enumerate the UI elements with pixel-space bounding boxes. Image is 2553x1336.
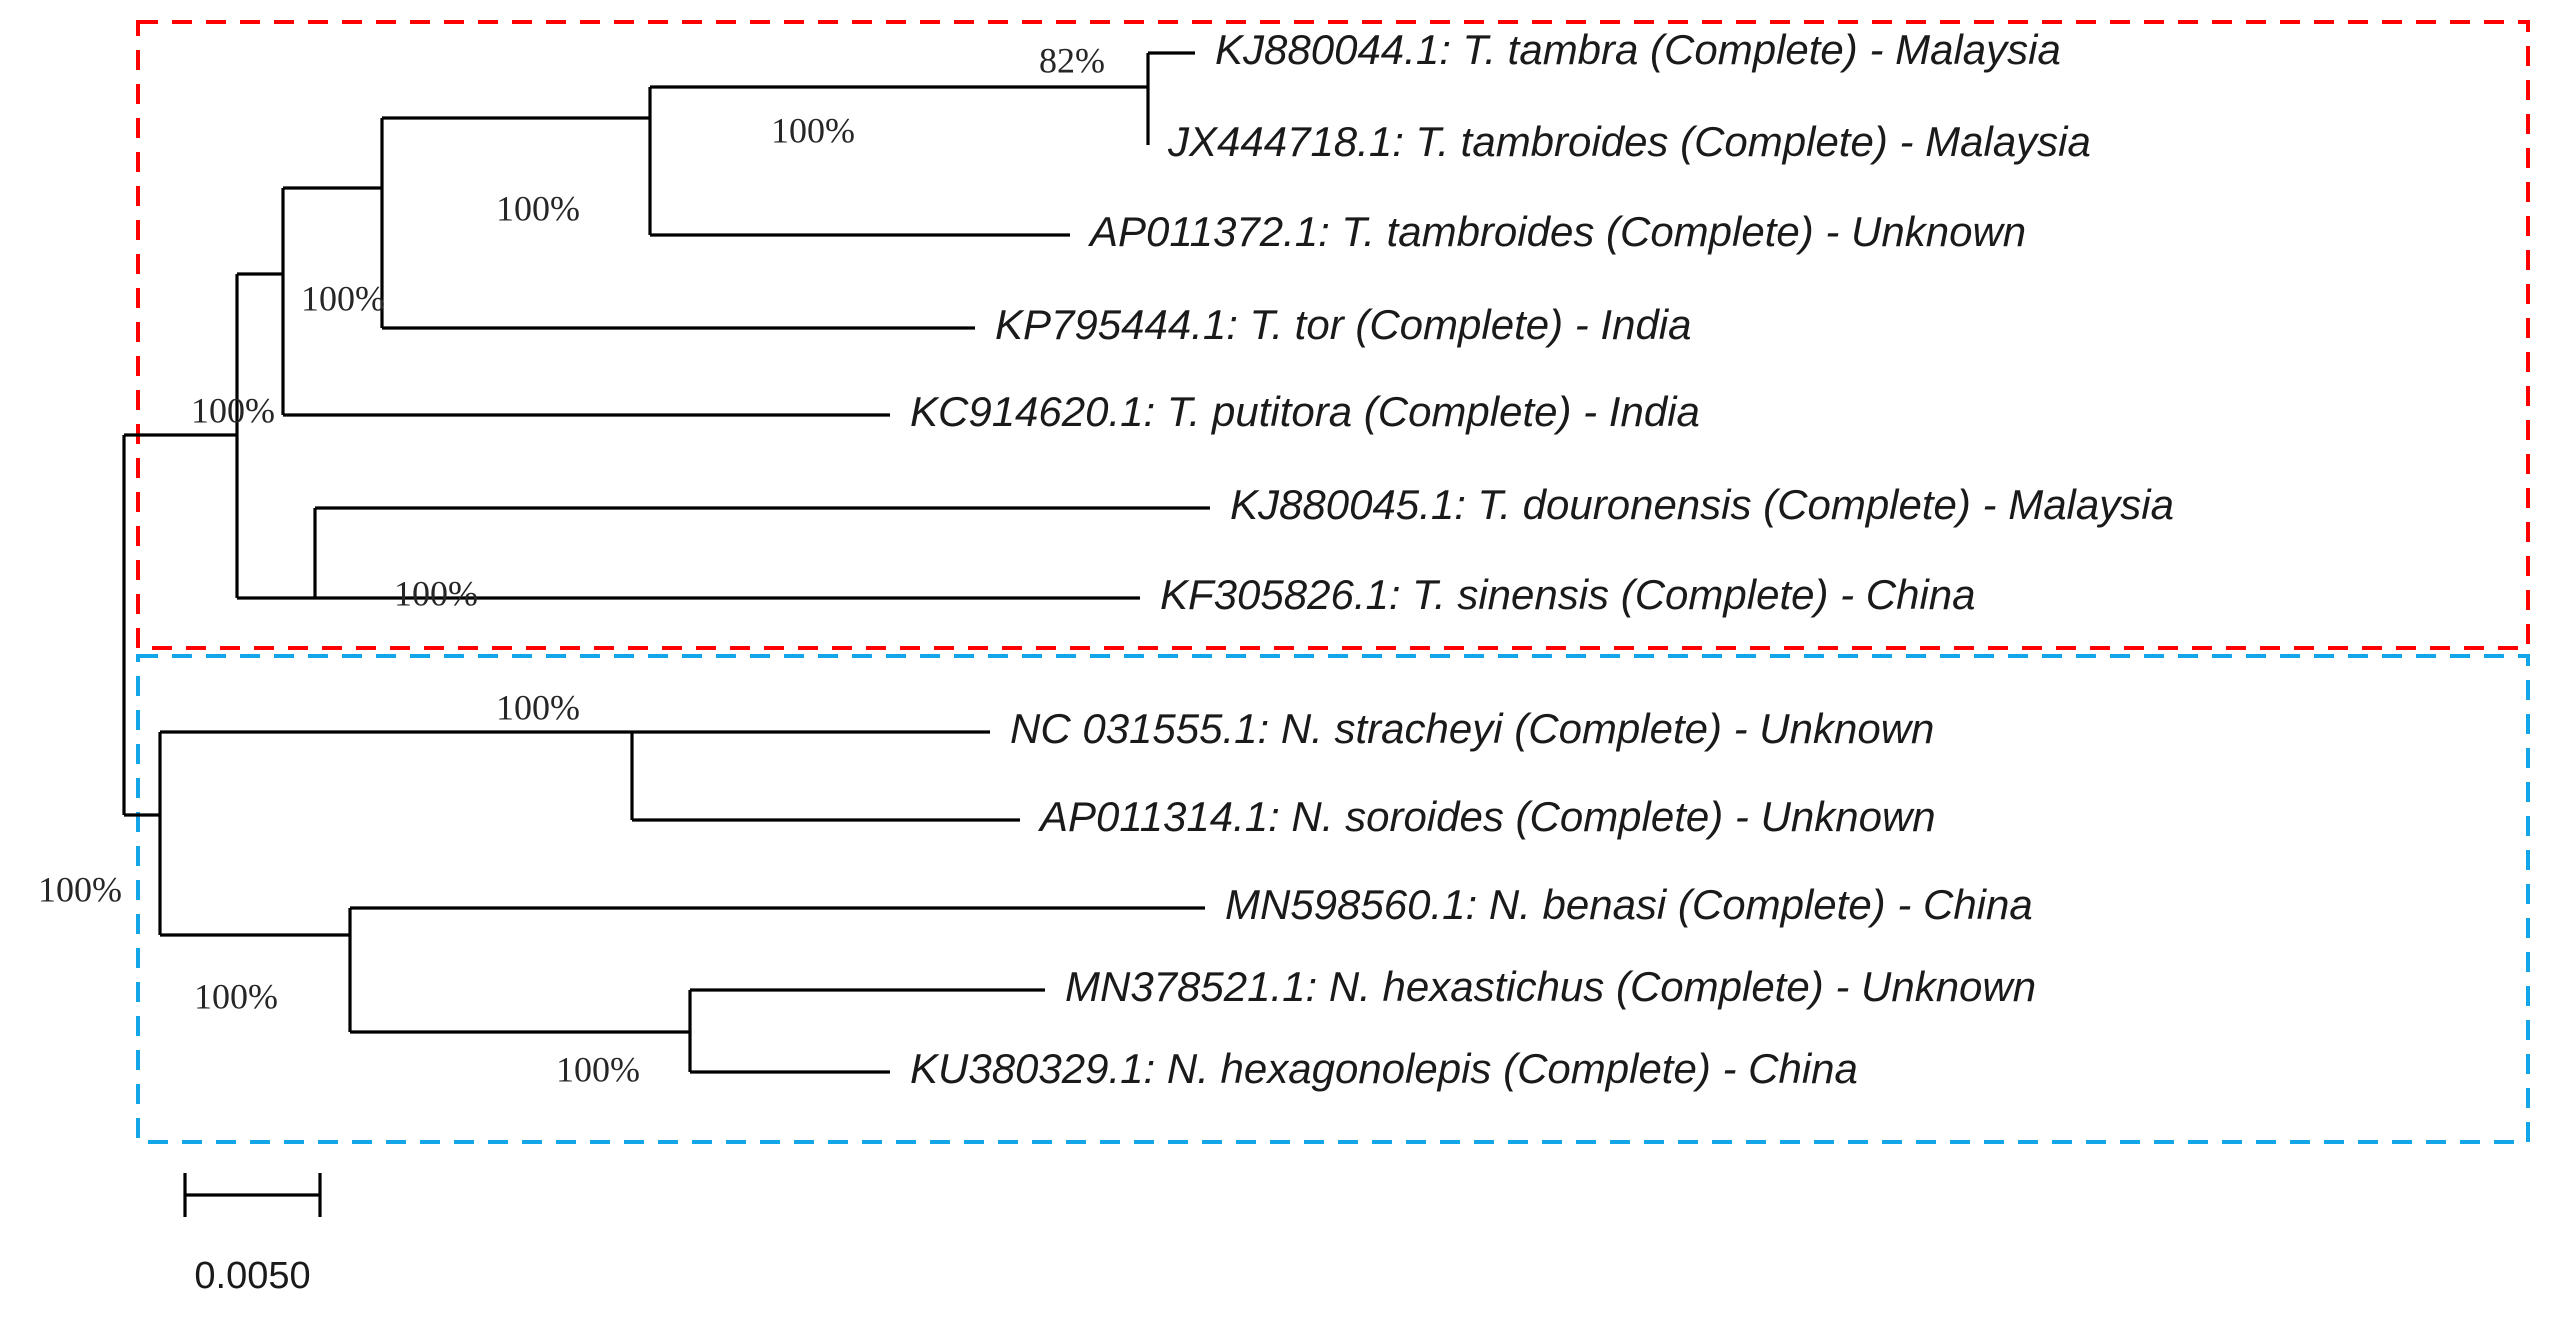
taxon-label-ap011314: AP011314.1: N. soroides (Complete) - Unk…	[1037, 793, 1936, 840]
clade-boxes	[136, 20, 2530, 1144]
bootstrap-support-label: 100%	[771, 110, 855, 150]
taxon-label-ku380329: KU380329.1: N. hexagonolepis (Complete) …	[910, 1045, 1858, 1092]
bootstrap-support-label: 100%	[394, 573, 478, 613]
branch-layer	[122, 51, 1210, 1074]
bootstrap-support-label: 100%	[496, 188, 580, 228]
bootstrap-support-label: 100%	[556, 1049, 640, 1089]
bootstrap-support-label: 100%	[191, 390, 275, 430]
taxon-label-mn598560: MN598560.1: N. benasi (Complete) - China	[1225, 881, 2033, 928]
scale-bar-label: 0.0050	[194, 1255, 310, 1297]
bootstrap-support-label: 82%	[1039, 40, 1105, 80]
support-label-layer: 82% 100% 100% 100% 100% 100% 100% 100% 100% 100%	[38, 40, 1105, 1089]
taxon-label-kc914620: KC914620.1: T. putitora (Complete) - Ind…	[910, 388, 1700, 435]
taxon-label-nc031555: NC 031555.1: N. stracheyi (Complete) - U…	[1010, 705, 1934, 752]
bootstrap-support-label: 100%	[38, 869, 122, 909]
scale-bar-rule	[183, 1173, 322, 1217]
taxon-label-kp795444: KP795444.1: T. tor (Complete) - India	[995, 301, 1692, 348]
taxon-label-kf305826: KF305826.1: T. sinensis (Complete) - Chi…	[1160, 571, 1976, 618]
clade-box-tor	[136, 20, 2530, 650]
bootstrap-support-label: 100%	[496, 687, 580, 727]
taxon-label-jx444718: JX444718.1: T. tambroides (Complete) - M…	[1167, 118, 2091, 165]
clade-box-neolissochilus	[136, 654, 2530, 1144]
bootstrap-support-label: 100%	[301, 278, 385, 318]
taxon-label-layer: KJ880044.1: T. tambra (Complete) - Malay…	[910, 26, 2174, 1092]
taxon-label-kj880045: KJ880045.1: T. douronensis (Complete) - …	[1230, 481, 2174, 528]
taxon-label-mn378521: MN378521.1: N. hexastichus (Complete) - …	[1065, 963, 2036, 1010]
bootstrap-support-label: 100%	[194, 976, 278, 1016]
taxon-label-ap011372: AP011372.1: T. tambroides (Complete) - U…	[1087, 208, 2026, 255]
taxon-label-kj880044: KJ880044.1: T. tambra (Complete) - Malay…	[1215, 26, 2061, 73]
scale-bar: 0.0050	[183, 1173, 322, 1297]
